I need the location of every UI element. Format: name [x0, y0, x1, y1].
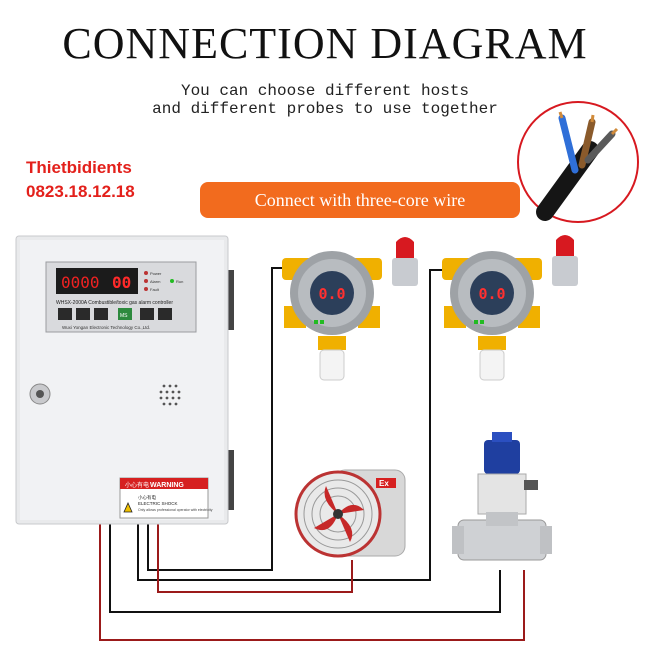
control-keys: MS — [58, 308, 172, 320]
detector-2-display: 0.0 — [478, 285, 505, 303]
brand-block: Thietbidients 0823.18.12.18 — [26, 156, 135, 204]
explosion-proof-fan: Ex — [294, 469, 406, 558]
detector-1-display: 0.0 — [318, 285, 345, 303]
svg-text:Fault: Fault — [150, 287, 160, 292]
svg-text:MS: MS — [120, 313, 128, 319]
model-label: WHSX-2000A Combustible/toxic gas alarm c… — [56, 300, 173, 306]
gas-detector-2: 0.0 — [442, 235, 578, 381]
controller-display: 0000 — [61, 273, 100, 292]
three-core-wire-icon — [517, 101, 639, 223]
warning-label: WARNING 小心有电 小心有电 ELECTRIC SHOCK Only al… — [119, 477, 213, 519]
alarm-controller: 0000 00 Power Alarm Fault Run WHSX-2000A… — [15, 235, 234, 525]
controller-display-highlight: 00 — [112, 273, 131, 292]
subtitle-line-2: and different probes to use together — [152, 100, 498, 118]
wire-detector-1 — [147, 267, 282, 571]
svg-text:Alarm: Alarm — [150, 279, 161, 284]
wiring — [99, 267, 525, 641]
brand-phone: 0823.18.12.18 — [26, 182, 135, 201]
brand-name: Thietbidients — [26, 158, 132, 177]
solenoid-valve — [452, 432, 552, 561]
maker-label: Wuxi Yongan Electronic Technology Co.,Lt… — [62, 325, 150, 330]
svg-text:Power: Power — [150, 271, 162, 276]
page-title: CONNECTION DIAGRAM — [62, 19, 588, 68]
svg-text:Only allows professional opera: Only allows professional operator with e… — [138, 508, 213, 512]
svg-text:小心有电: 小心有电 — [138, 494, 156, 501]
wire-valve-red — [99, 520, 525, 641]
gas-detector-1: 0.0 — [282, 237, 418, 381]
svg-text:小心有电: 小心有电 — [125, 481, 149, 489]
fan-ex-badge: Ex — [379, 479, 389, 488]
wire-fan — [157, 520, 353, 593]
svg-text:ELECTRIC SHOCK: ELECTRIC SHOCK — [138, 501, 178, 506]
svg-text:Run: Run — [176, 279, 183, 284]
wire-valve-black — [109, 520, 501, 613]
subtitle-line-1: You can choose different hosts — [180, 82, 470, 100]
wire-detector-2 — [137, 269, 442, 581]
svg-text:WARNING: WARNING — [150, 482, 184, 489]
status-leds: Power Alarm Fault Run — [144, 271, 183, 292]
subtitle: You can choose different hosts and diffe… — [0, 82, 650, 118]
lock-icon — [29, 383, 51, 405]
wire-callout: Connect with three-core wire — [200, 182, 520, 218]
speaker-grille-icon — [159, 384, 181, 406]
